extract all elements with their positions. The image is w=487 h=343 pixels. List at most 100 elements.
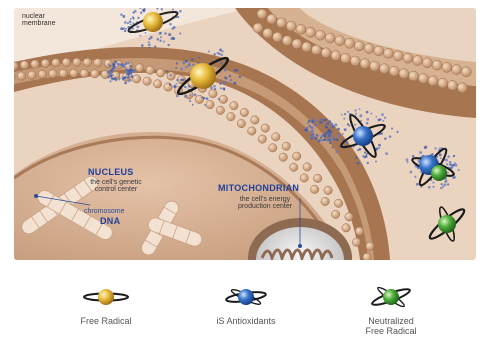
radical-particle: [239, 75, 242, 78]
radical-particle: [176, 4, 178, 6]
radical-particle: [176, 83, 178, 85]
membrane-bead: [73, 58, 81, 66]
radical-particle: [113, 68, 115, 70]
radical-particle: [441, 183, 443, 185]
membrane-bead: [52, 59, 60, 67]
radical-particle: [180, 79, 183, 82]
membrane-bead: [370, 61, 380, 71]
radical-particle: [309, 125, 311, 127]
membrane-bead: [335, 36, 345, 46]
membrane-bead: [342, 224, 350, 232]
radical-particle: [130, 18, 132, 20]
radical-particle: [364, 151, 366, 153]
radical-particle: [113, 65, 116, 68]
radical-particle: [396, 131, 398, 133]
radical-particle: [148, 43, 151, 46]
radical-particle: [111, 77, 114, 80]
radical-particle: [381, 133, 383, 135]
radical-particle: [176, 62, 178, 64]
membrane-bead: [28, 71, 36, 79]
membrane-bead: [324, 186, 332, 194]
radical-particle: [184, 95, 186, 97]
dna-label: DNA: [100, 217, 120, 226]
radical-particle: [333, 138, 335, 140]
membrane-bead: [153, 80, 161, 88]
membrane-bead: [62, 58, 70, 66]
membrane-bead: [393, 51, 403, 61]
radical-particle: [412, 155, 415, 158]
radical-particle: [119, 77, 121, 79]
legend-label: iS Antioxidants: [191, 316, 301, 326]
radical-particle: [311, 121, 314, 124]
membrane-bead: [389, 66, 399, 76]
membrane-bead: [91, 70, 99, 78]
radical-particle: [191, 58, 194, 61]
radical-particle: [375, 116, 377, 118]
radical-particle: [160, 36, 162, 38]
radical-particle: [311, 127, 314, 130]
radical-particle: [344, 113, 346, 115]
radical-particle: [172, 26, 174, 28]
radical-particle: [122, 15, 125, 18]
mito-pointer-dot: [298, 244, 302, 248]
radical-particle: [137, 17, 139, 19]
radical-particle: [366, 122, 368, 124]
membrane-bead: [311, 45, 321, 55]
radical-particle: [116, 63, 118, 65]
membrane-bead: [334, 199, 342, 207]
radical-particle: [370, 113, 372, 115]
radical-particle: [366, 111, 369, 114]
radical-particle: [223, 87, 226, 90]
radical-particle: [454, 176, 456, 178]
nuclear-membrane-label: nuclear membrane: [22, 13, 55, 28]
membrane-bead: [135, 64, 143, 72]
radical-particle: [120, 27, 123, 30]
radical-particle: [129, 65, 132, 68]
membrane-bead: [350, 56, 360, 66]
radical-particle: [355, 156, 357, 158]
radical-particle: [346, 141, 348, 143]
radical-particle: [329, 141, 332, 144]
radical-particle: [213, 85, 216, 88]
radical-particle: [381, 113, 384, 116]
radical-particle: [330, 138, 332, 140]
membrane-bead: [325, 33, 335, 43]
membrane-bead: [364, 43, 374, 53]
radical-particle: [310, 137, 312, 139]
membrane-bead: [352, 238, 360, 246]
radical-particle: [315, 123, 318, 126]
radical-particle: [233, 82, 236, 85]
radical-particle: [182, 61, 184, 63]
radical-particle: [445, 181, 447, 183]
radical-particle: [325, 119, 327, 121]
membrane-bead: [272, 133, 280, 141]
membrane-bead: [293, 152, 301, 160]
radical-particle: [327, 130, 329, 132]
radical-particle: [206, 97, 209, 100]
membrane-bead: [341, 53, 351, 63]
radical-particle: [164, 32, 166, 34]
radical-particle: [218, 53, 221, 56]
radical-particle: [179, 10, 182, 13]
radical-particle: [366, 118, 369, 121]
membrane-bead: [216, 106, 224, 114]
radical-particle: [315, 137, 318, 140]
radical-particle: [197, 62, 199, 64]
radical-particle: [127, 22, 129, 24]
radical-particle: [169, 23, 172, 26]
radical-particle: [384, 138, 386, 140]
radical-particle: [113, 63, 116, 66]
dna-pointer-dot: [34, 194, 38, 198]
radical-particle: [384, 117, 386, 119]
membrane-bead: [306, 27, 316, 37]
membrane-bead: [438, 78, 448, 88]
radical-particle: [385, 152, 388, 155]
membrane-bead: [94, 59, 102, 67]
radical-particle: [189, 100, 191, 102]
radical-particle: [331, 135, 334, 138]
membrane-bead: [263, 28, 273, 38]
radical-particle: [357, 162, 359, 164]
radical-particle: [185, 66, 188, 69]
radical-particle: [123, 65, 126, 68]
radical-particle: [129, 68, 132, 71]
